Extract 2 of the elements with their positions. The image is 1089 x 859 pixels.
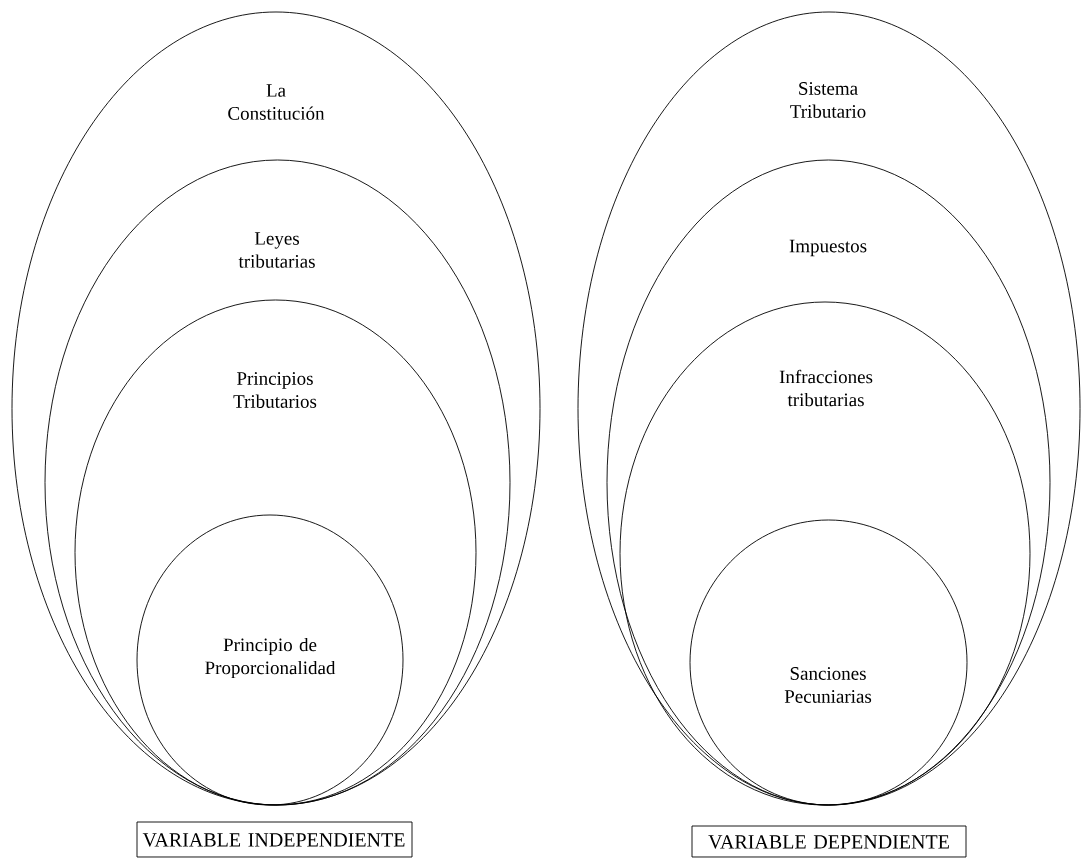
label-box: VARIABLE INDEPENDIENTE [136,821,413,858]
label-box: VARIABLE DEPENDIENTE [691,825,967,858]
